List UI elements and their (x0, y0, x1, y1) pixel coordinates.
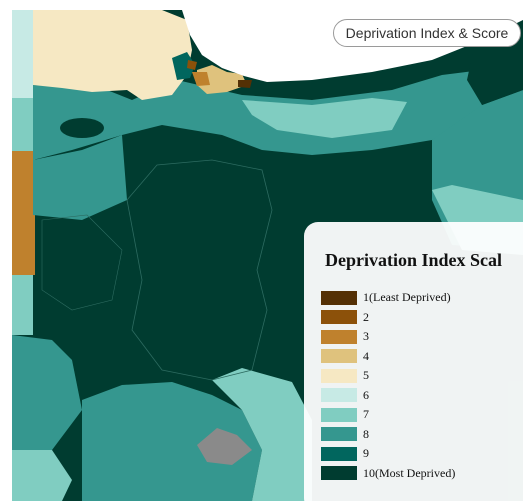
legend-panel: Deprivation Index Scal 1(Least Deprived)… (304, 222, 523, 501)
legend-swatch (321, 310, 357, 325)
legend-swatch (321, 349, 357, 364)
legend-title: Deprivation Index Scal (325, 250, 503, 270)
legend-swatch (321, 427, 357, 442)
legend-label: 2 (363, 309, 369, 324)
region-coast-decile-1[interactable] (238, 80, 252, 88)
island-decile-10[interactable] (60, 118, 104, 138)
legend-list: 1(Least Deprived) 2 3 4 5 6 (321, 288, 455, 483)
region-southwest-decile-7[interactable] (12, 450, 72, 501)
region-coast-decile-4[interactable] (197, 65, 247, 94)
region-south-decile-7[interactable] (212, 368, 312, 501)
legend-item: 2 (321, 308, 455, 328)
legend-item: 6 (321, 386, 455, 406)
region-north-strip-decile-7[interactable] (242, 98, 407, 138)
legend-label: 6 (363, 387, 369, 402)
legend-item: 7 (321, 405, 455, 425)
legend-label: 1(Least Deprived) (363, 290, 451, 305)
legend-item: 10(Most Deprived) (321, 464, 455, 484)
legend-label: 9 (363, 446, 369, 461)
legend-label: 7 (363, 407, 369, 422)
legend-swatch (321, 329, 357, 344)
region-north-west-decile-8[interactable] (33, 135, 127, 220)
district-outlines (126, 159, 273, 381)
legend-label: 8 (363, 426, 369, 441)
region-southwest-decile-8[interactable] (12, 335, 82, 455)
legend-item: 8 (321, 425, 455, 445)
region-south-decile-8[interactable] (82, 382, 262, 501)
region-west-decile-3[interactable] (12, 151, 35, 275)
legend-swatch (321, 290, 357, 305)
region-south-nodata[interactable] (197, 428, 252, 465)
legend-item: 3 (321, 327, 455, 347)
region-west-lower-decile-7[interactable] (12, 275, 33, 335)
deprivation-index-toggle-button[interactable]: Deprivation Index & Score (333, 19, 521, 47)
legend-swatch (321, 466, 357, 481)
region-west-strip-decile-7[interactable] (12, 98, 33, 158)
region-west-strip-decile-6[interactable] (12, 10, 33, 98)
legend-label: 4 (363, 348, 369, 363)
legend-item: 9 (321, 444, 455, 464)
legend-label: 10(Most Deprived) (363, 465, 456, 480)
region-coast-decile-9[interactable] (172, 52, 195, 80)
legend-item: 4 (321, 347, 455, 367)
region-coast-decile-2[interactable] (187, 60, 197, 70)
legend-item: 1(Least Deprived) (321, 288, 455, 308)
district-outline-west (41, 214, 123, 311)
region-coast-decile-3[interactable] (192, 72, 210, 86)
legend-label: 3 (363, 329, 369, 344)
legend-item: 5 (321, 366, 455, 386)
legend-swatch (321, 388, 357, 403)
legend-swatch (321, 368, 357, 383)
legend-swatch (321, 446, 357, 461)
legend-swatch (321, 407, 357, 422)
legend-label: 5 (363, 368, 369, 383)
region-northwest-decile-5[interactable] (33, 10, 192, 100)
